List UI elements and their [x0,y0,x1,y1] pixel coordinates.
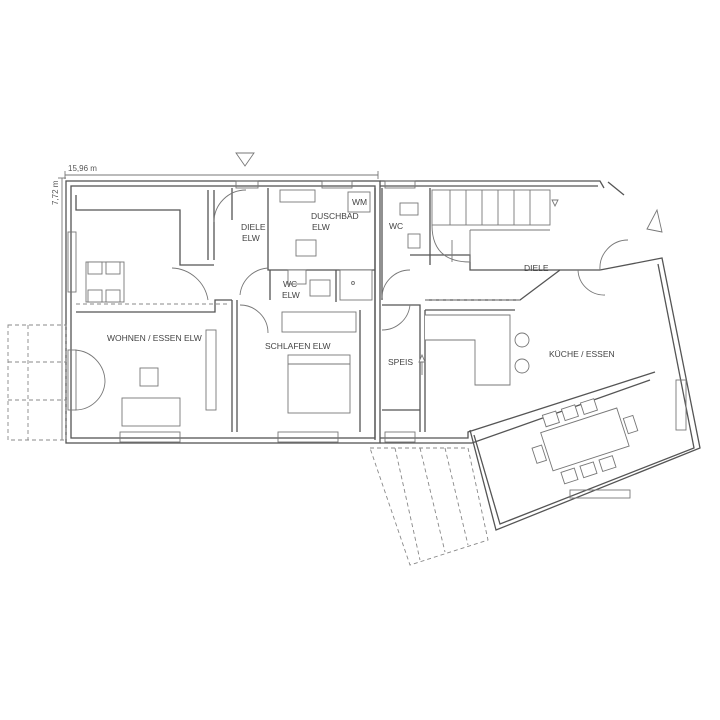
room-label-wc: WC [389,221,403,231]
terrace-left [7,324,67,441]
dining-table [531,398,639,485]
room-label-diele-elw: DIELE [241,222,266,232]
windows [67,180,687,499]
room-label-diele-elw-sub: ELW [242,233,260,243]
room-label-wc-elw-sub: ELW [282,290,300,300]
kitchen-counter [425,314,530,386]
depth-dimension-label: 7,72 m [51,180,60,205]
dimension-lines: 15,96 m 7,72 m [51,164,379,440]
room-label-schlafen: SCHLAFEN ELW [265,341,331,351]
room-label-duschbad: DUSCHBAD [311,211,359,221]
room-label-wohnen-essen: WOHNEN / ESSEN ELW [107,333,202,343]
bedroom-furniture [281,311,357,414]
bathroom-fixtures [279,189,421,301]
room-label-duschbad-sub: ELW [312,222,330,232]
entrance-marker-icon [646,208,663,233]
room-label-speis: SPEIS [388,357,413,367]
room-label-wm: WM [352,197,367,207]
room-label-wc-elw: WC [283,279,297,289]
living-furniture [85,261,217,427]
staircase [431,189,559,263]
interior-walls [75,188,600,440]
room-label-kueche-essen: KÜCHE / ESSEN [549,349,615,359]
room-label-diele: DIELE [524,263,549,273]
entrance-marker-icon [235,152,255,167]
width-dimension-label: 15,96 m [68,164,97,173]
terrace-bottom [369,447,489,566]
door-swings [74,189,629,411]
arrow-up-icon [418,353,426,375]
